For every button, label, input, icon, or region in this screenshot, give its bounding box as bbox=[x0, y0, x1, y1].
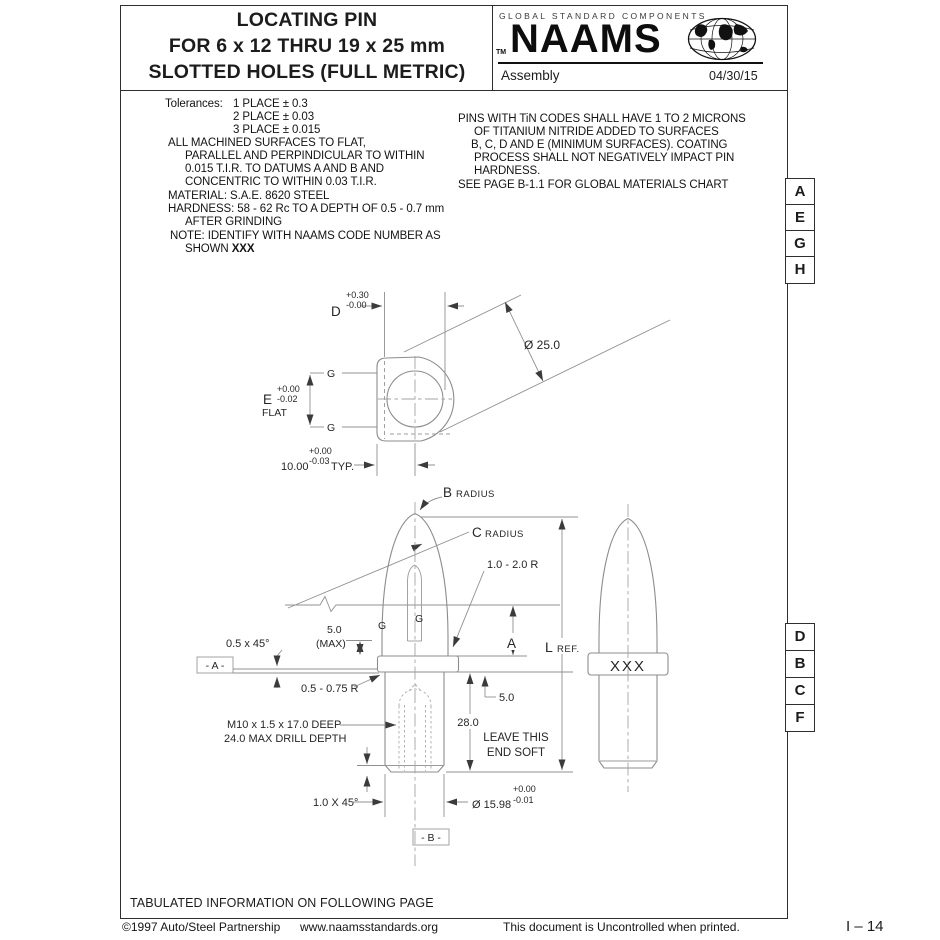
footer-uncontrolled-note: This document is Uncontrolled when print… bbox=[503, 920, 740, 934]
trademark-label: TM bbox=[496, 49, 507, 56]
shown-note: SHOWN XXX bbox=[185, 243, 255, 255]
dim-5-value: 5.0 bbox=[499, 692, 514, 704]
dim-10-tol-minus: -0.03 bbox=[309, 456, 330, 466]
footer-copyright: ©1997 Auto/Steel Partnership bbox=[122, 920, 281, 934]
thread-note-line1: M10 x 1.5 x 17.0 DEEP bbox=[227, 719, 341, 731]
dim-e-label: E bbox=[263, 392, 272, 407]
brand-underline bbox=[498, 62, 763, 64]
identify-note: NOTE: IDENTIFY WITH NAAMS CODE NUMBER AS bbox=[170, 230, 441, 242]
b-radius-letter: B bbox=[443, 485, 452, 500]
dim-fillet-r: 0.5 - 0.75 R bbox=[301, 683, 359, 695]
note-line: PARALLEL AND PERPINDICULAR TO WITHIN bbox=[185, 150, 425, 162]
section-view: C RADIUS B RADIUS G G 5.0 (MAX) - A - bbox=[196, 485, 585, 866]
zone-box-h: H bbox=[785, 256, 815, 284]
tolerance-line: 1 PLACE ± 0.3 bbox=[233, 98, 308, 110]
title-block-divider bbox=[120, 90, 787, 91]
dim-l-letter: L bbox=[545, 639, 553, 655]
zone-box-f: F bbox=[785, 704, 815, 732]
dim-d-tol-minus: -0.00 bbox=[346, 300, 367, 310]
shown-label: SHOWN bbox=[185, 243, 229, 255]
technical-drawing: D +0.30 -0.00 G G E +0.00 -0.02 FLAT 10.… bbox=[120, 90, 787, 922]
zone-box-d: D bbox=[785, 623, 815, 651]
brand-tagline: GLOBAL STANDARD COMPONENTS bbox=[499, 11, 707, 21]
c-radius-letter: C bbox=[472, 525, 482, 540]
dim-nose-r: 1.0 - 2.0 R bbox=[487, 559, 538, 571]
material-note: MATERIAL: S.A.E. 8620 STEEL bbox=[168, 190, 330, 202]
soft-note-line2: END SOFT bbox=[487, 747, 545, 759]
globe-icon bbox=[686, 17, 758, 66]
dim-d-label: D bbox=[331, 304, 341, 319]
dim-chamfer-top: 0.5 x 45° bbox=[226, 638, 270, 650]
dim-e-flat-label: FLAT bbox=[262, 407, 287, 419]
note-line: CONCENTRIC TO WITHIN 0.03 T.I.R. bbox=[185, 176, 377, 188]
zone-box-g: G bbox=[785, 230, 815, 258]
dim-e-tol-minus: -0.02 bbox=[277, 394, 298, 404]
zone-box-a: A bbox=[785, 178, 815, 206]
plan-view: D +0.30 -0.00 G G E +0.00 -0.02 FLAT 10.… bbox=[262, 290, 671, 476]
hardness-note: HARDNESS: 58 - 62 Rc TO A DEPTH OF 0.5 -… bbox=[168, 203, 445, 215]
note-line: AFTER GRINDING bbox=[185, 216, 282, 228]
gauge-label: G bbox=[378, 620, 386, 632]
note-line: ALL MACHINED SURFACES TO FLAT, bbox=[168, 137, 366, 149]
note-line: 0.015 T.I.R. TO DATUMS A AND B AND bbox=[185, 163, 384, 175]
zone-box-c: C bbox=[785, 677, 815, 705]
page-title-line3: SLOTTED HOLES (FULL METRIC) bbox=[148, 61, 466, 83]
zone-box-b: B bbox=[785, 650, 815, 678]
dim-shank-dia-tol-plus: +0.00 bbox=[513, 784, 536, 794]
revision-date: 04/30/15 bbox=[709, 69, 758, 83]
tolerances-label: Tolerances: bbox=[165, 98, 223, 110]
page-title-line2: FOR 6 x 12 THRU 19 x 25 mm bbox=[168, 35, 446, 57]
tin-note-line: B, C, D AND E (MINIMUM SURFACES). COATIN… bbox=[471, 139, 728, 151]
code-placeholder: XXX bbox=[231, 243, 255, 255]
materials-chart-note: SEE PAGE B-1.1 FOR GLOBAL MATERIALS CHAR… bbox=[458, 179, 729, 191]
dim-d-tol-plus: +0.30 bbox=[346, 290, 369, 300]
gauge-label: G bbox=[415, 613, 423, 625]
tin-note-line: PINS WITH TiN CODES SHALL HAVE 1 TO 2 MI… bbox=[458, 113, 746, 125]
tolerance-line: 2 PLACE ± 0.03 bbox=[233, 111, 314, 123]
dim-dia25-value: Ø 25.0 bbox=[524, 338, 560, 352]
brand-logo-text: NAAMS bbox=[510, 17, 662, 61]
tabulated-note: TABULATED INFORMATION ON FOLLOWING PAGE bbox=[130, 896, 434, 910]
drawing-border bbox=[120, 5, 788, 919]
dim-chamfer-bottom: 1.0 X 45° bbox=[313, 797, 358, 809]
datum-a-flag: - A - bbox=[206, 660, 225, 672]
footer-url[interactable]: www.naamsstandards.org bbox=[300, 920, 439, 934]
profile-view: XXX bbox=[587, 504, 669, 792]
brand-divider bbox=[492, 5, 493, 90]
dim-shank-dia: Ø 15.98 bbox=[472, 799, 511, 811]
dim-10-value: 10.00 bbox=[281, 461, 309, 473]
zone-box-e: E bbox=[785, 204, 815, 232]
tin-note-line: PROCESS SHALL NOT NEGATIVELY IMPACT PIN bbox=[474, 152, 735, 164]
dim-10-typ-label: TYP. bbox=[331, 461, 354, 473]
dim-10-tol-plus: +0.00 bbox=[309, 446, 332, 456]
dim-a-label: A bbox=[507, 636, 516, 651]
thread-note-line2: 24.0 MAX DRILL DEPTH bbox=[224, 733, 347, 745]
datum-b-flag: - B - bbox=[421, 832, 441, 844]
tolerance-line: 3 PLACE ± 0.015 bbox=[233, 124, 321, 136]
c-radius-word: RADIUS bbox=[485, 529, 524, 540]
pin-code-marking: XXX bbox=[610, 658, 646, 675]
gauge-flat-label: G bbox=[327, 368, 335, 380]
dim-28-value: 28.0 bbox=[457, 717, 478, 729]
tin-note-line: OF TITANIUM NITRIDE ADDED TO SURFACES bbox=[474, 126, 719, 138]
page-title-line1: LOCATING PIN bbox=[236, 9, 378, 31]
tin-note-line: HARDNESS. bbox=[474, 165, 541, 177]
page-number: I – 14 bbox=[846, 918, 884, 935]
dim-l-ref-word: REF. bbox=[557, 644, 580, 655]
soft-note-line1: LEAVE THIS bbox=[483, 732, 549, 744]
brand-subtitle: Assembly bbox=[501, 68, 560, 83]
dim-5max-label: (MAX) bbox=[316, 638, 346, 650]
dim-e-tol-plus: +0.00 bbox=[277, 384, 300, 394]
b-radius-word: RADIUS bbox=[456, 489, 495, 500]
dim-5max-value: 5.0 bbox=[327, 624, 342, 636]
gauge-flat-label: G bbox=[327, 422, 335, 434]
dim-shank-dia-tol-minus: -0.01 bbox=[513, 795, 534, 805]
